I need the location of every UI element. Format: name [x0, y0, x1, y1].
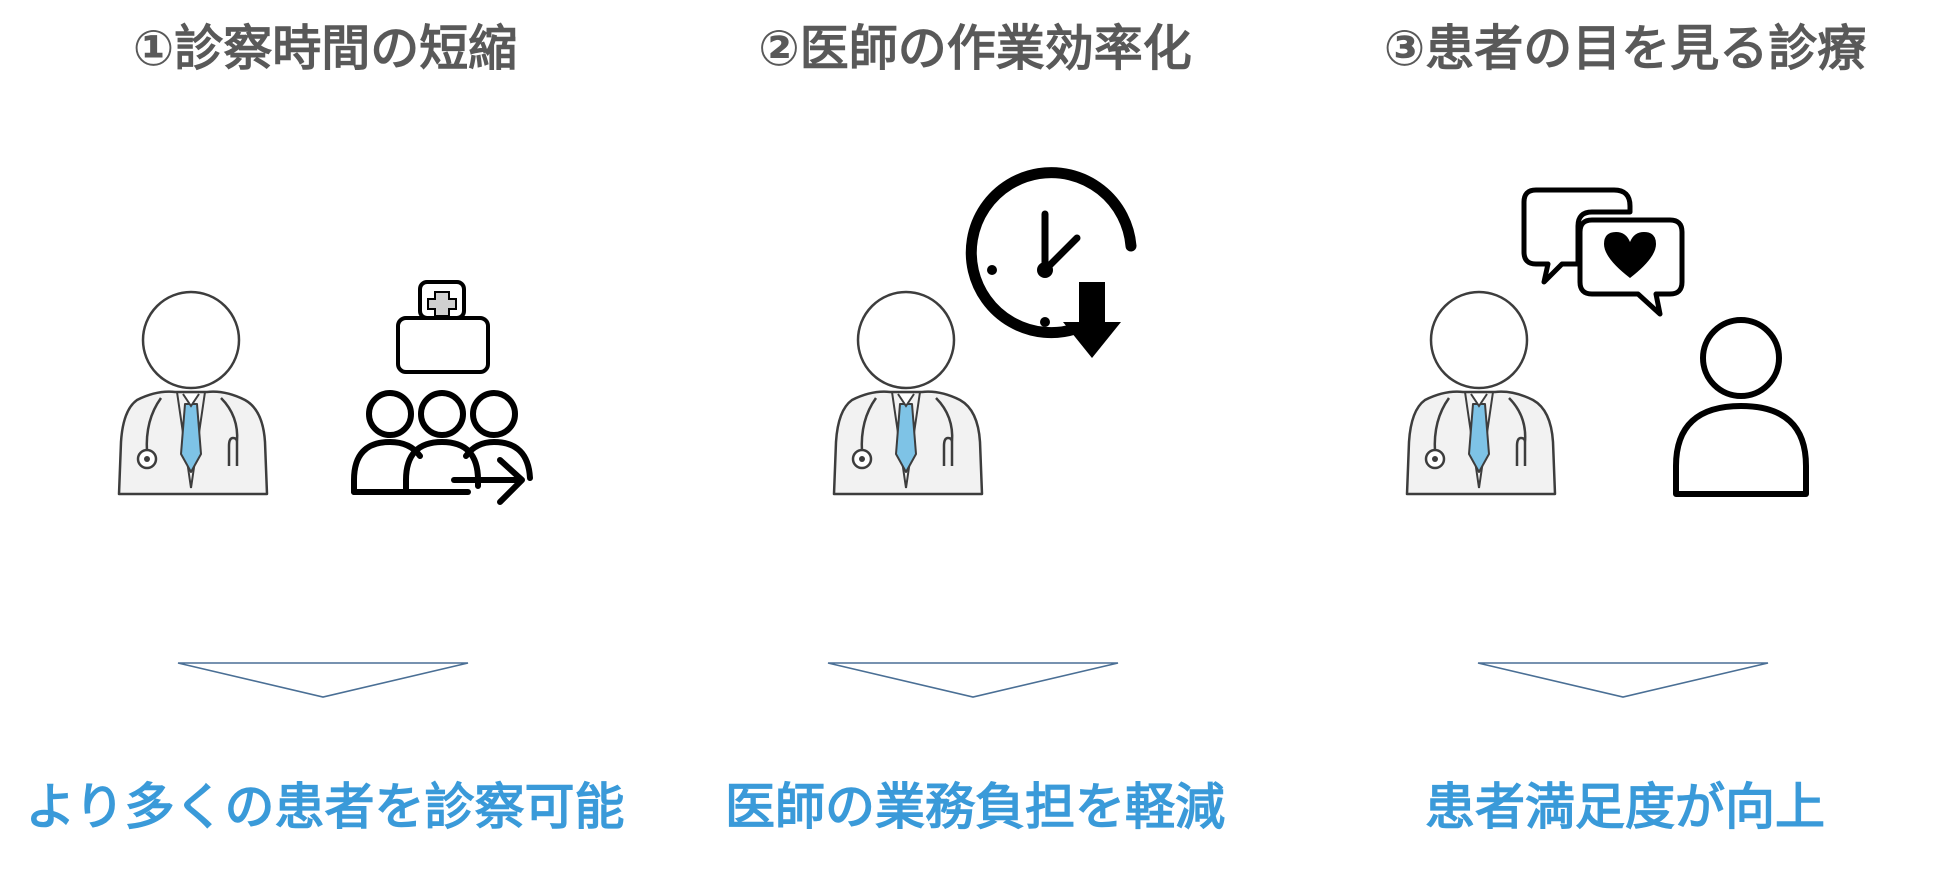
benefit-result-1: より多くの患者を診察可能: [25, 778, 625, 836]
benefit-heading-1: ①診察時間の短縮: [132, 20, 518, 77]
benefit-result-2: 医師の業務負担を軽減: [725, 778, 1225, 836]
illustration-3: [1405, 187, 1809, 698]
illustration-2: [827, 167, 1137, 698]
clock-down-icon: [965, 167, 1137, 358]
down-chevron-arrow: [177, 662, 469, 698]
down-chevron-arrow: [827, 662, 1119, 698]
benefit-column-3: ③患者の目を見る診療 患者満足度が向上: [1300, 0, 1950, 871]
chat-heart-icon: [1521, 187, 1685, 317]
benefit-heading-2: ②医師の作業効率化: [758, 20, 1192, 77]
doctor-icon: [1405, 290, 1557, 496]
illustration-1: [117, 280, 533, 698]
benefit-column-2: ②医師の作業効率化 医師の業務負担を軽減: [650, 0, 1300, 871]
benefit-result-3: 患者満足度が向上: [1425, 778, 1825, 836]
patient-icon: [1673, 317, 1809, 497]
doctor-icon: [117, 290, 269, 496]
down-chevron-arrow: [1477, 662, 1769, 698]
patients-queue-icon: [351, 280, 533, 505]
benefit-column-1: ①診察時間の短縮: [0, 0, 650, 871]
benefit-heading-3: ③患者の目を見る診療: [1383, 20, 1867, 77]
doctor-icon: [832, 290, 984, 496]
